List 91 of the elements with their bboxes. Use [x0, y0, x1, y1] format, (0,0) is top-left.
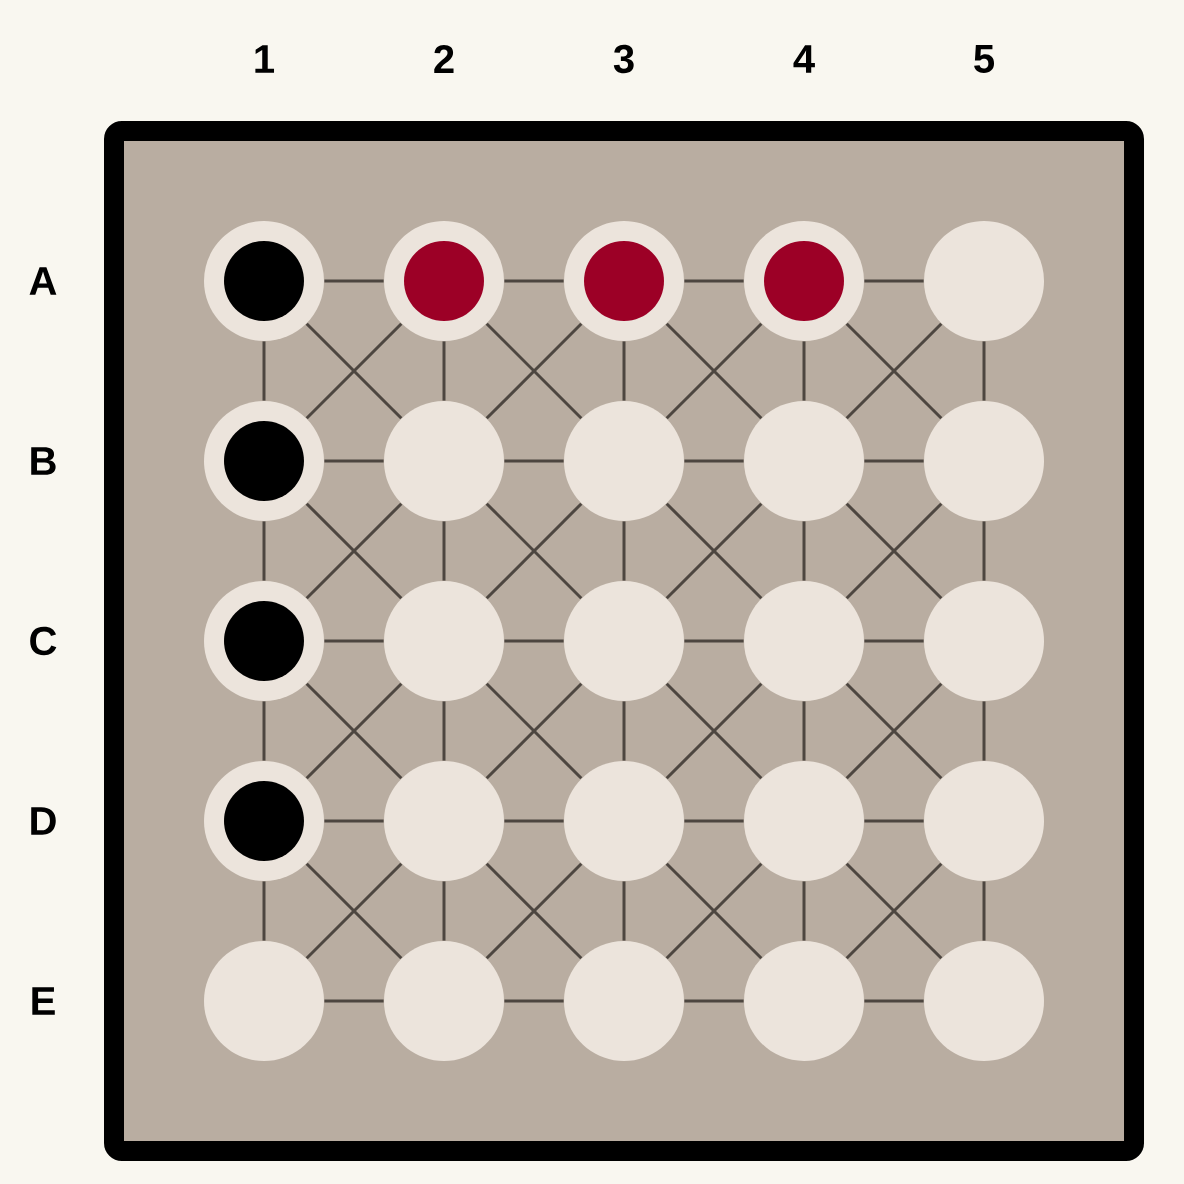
game-piece [224, 421, 304, 501]
board-line [324, 999, 384, 1003]
board-line [864, 819, 924, 823]
diagonal-cross [665, 502, 763, 600]
row-label: C [30, 626, 57, 656]
board-line [684, 459, 744, 463]
column-label: 3 [613, 44, 634, 74]
row-label: A [29, 267, 57, 295]
board-line [684, 639, 744, 643]
board-point [744, 581, 864, 701]
diagonal-cross [665, 862, 763, 960]
diagonal-cross [845, 502, 943, 600]
board-line [442, 521, 446, 581]
board-point [564, 941, 684, 1061]
board-line [622, 701, 626, 761]
board-line [864, 459, 924, 463]
diagonal-cross [485, 322, 583, 420]
board-point [924, 221, 1044, 341]
board-line [504, 279, 564, 283]
board-line [262, 701, 266, 761]
game-piece [224, 601, 304, 681]
board-line [684, 279, 744, 283]
diagonal-cross [845, 322, 943, 420]
board-line [504, 459, 564, 463]
row-label: B [31, 447, 56, 475]
diagonal-cross [485, 502, 583, 600]
board-line [262, 341, 266, 401]
board-line [864, 999, 924, 1003]
game-piece [224, 781, 304, 861]
board-line [802, 341, 806, 401]
board-line [982, 341, 986, 401]
column-label: 4 [793, 45, 815, 73]
diagonal-cross [485, 862, 583, 960]
game-piece [584, 241, 664, 321]
board-line [442, 701, 446, 761]
diagonal-cross [305, 322, 403, 420]
board-point [744, 401, 864, 521]
board-line [504, 999, 564, 1003]
board-point [924, 941, 1044, 1061]
board-line [442, 881, 446, 941]
board-line [684, 819, 744, 823]
board-point [744, 941, 864, 1061]
board-line [504, 819, 564, 823]
diagonal-cross [485, 682, 583, 780]
board-point [744, 761, 864, 881]
board-point [564, 581, 684, 701]
game-piece [764, 241, 844, 321]
board-point [924, 761, 1044, 881]
game-piece [404, 241, 484, 321]
board-point [924, 401, 1044, 521]
board-line [684, 999, 744, 1003]
board-line [262, 881, 266, 941]
board-point [384, 761, 504, 881]
column-label: 5 [974, 45, 995, 73]
board-point [564, 761, 684, 881]
board-line [622, 881, 626, 941]
board-point [384, 581, 504, 701]
board-line [802, 521, 806, 581]
board-line [324, 459, 384, 463]
diagonal-cross [305, 862, 403, 960]
board-line [324, 819, 384, 823]
board-line [982, 881, 986, 941]
column-label: 1 [255, 45, 274, 73]
board-line [324, 639, 384, 643]
board-line [802, 701, 806, 761]
diagonal-cross [305, 682, 403, 780]
board-point [924, 581, 1044, 701]
board-point [564, 401, 684, 521]
diagonal-cross [665, 682, 763, 780]
board-line [622, 521, 626, 581]
board-line [802, 881, 806, 941]
board-point [204, 941, 324, 1061]
diagonal-cross [845, 862, 943, 960]
row-label: E [32, 987, 55, 1015]
column-label: 2 [434, 45, 454, 73]
board-line [864, 639, 924, 643]
diagonal-cross [305, 502, 403, 600]
board-point [384, 941, 504, 1061]
board-line [324, 279, 384, 283]
game-piece [224, 241, 304, 321]
diagonal-cross [845, 682, 943, 780]
board-line [622, 341, 626, 401]
board-line [982, 701, 986, 761]
board-line [442, 341, 446, 401]
board-point [384, 401, 504, 521]
board-line [982, 521, 986, 581]
row-label: D [31, 807, 56, 835]
board-line [504, 639, 564, 643]
diagonal-cross [665, 322, 763, 420]
board-line [864, 279, 924, 283]
board-line [262, 521, 266, 581]
